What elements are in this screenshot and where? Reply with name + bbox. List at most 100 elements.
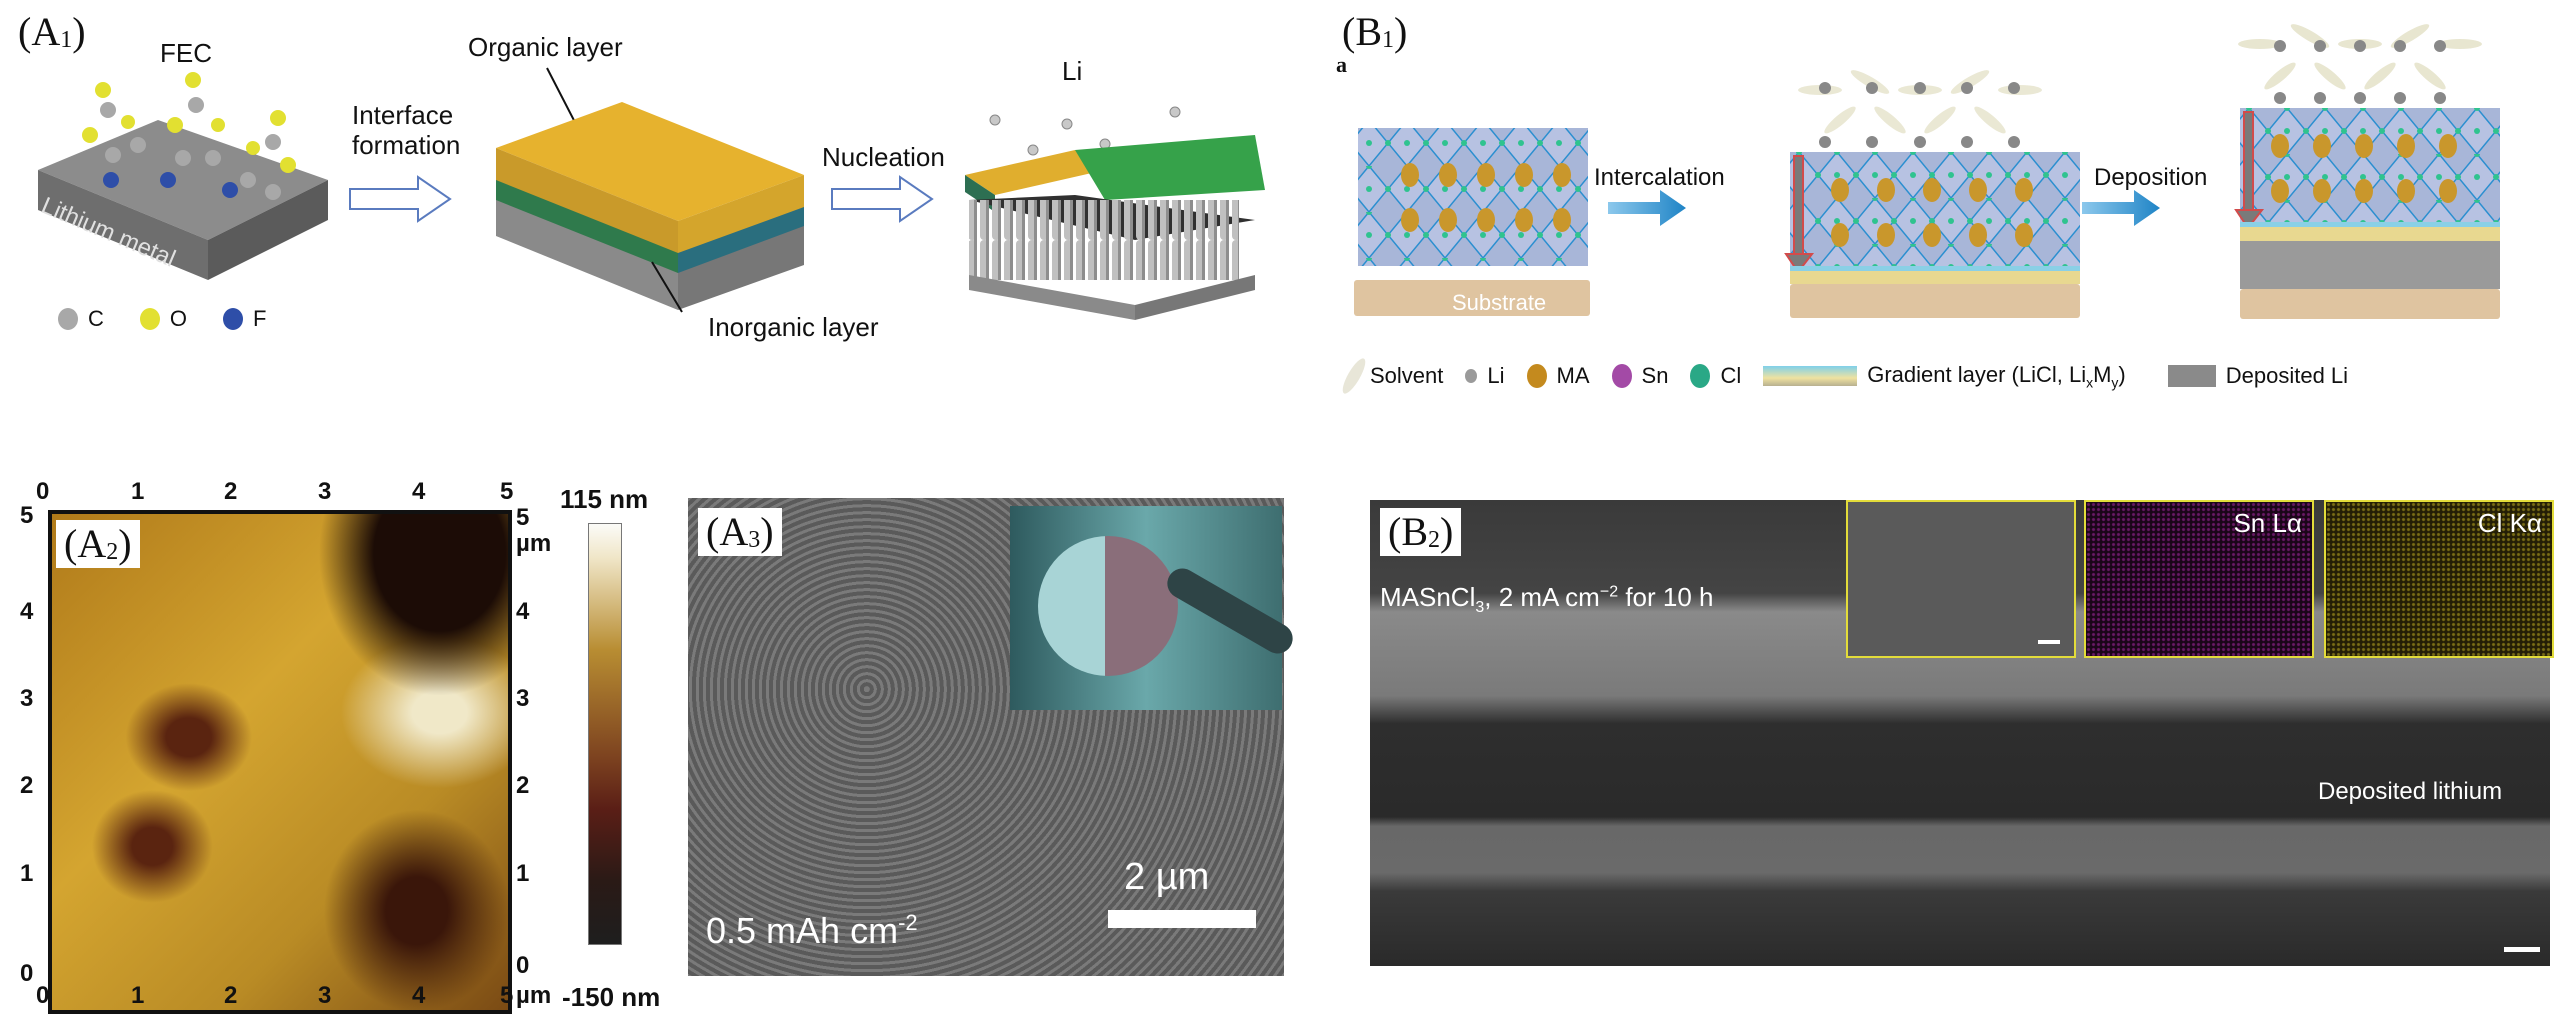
photo-inset	[1010, 506, 1299, 710]
interface-formation-line2: formation	[352, 130, 461, 160]
slab-side	[208, 180, 328, 280]
gradient-label-sub-x: x	[2086, 374, 2094, 391]
panel-label-sub: 2	[1428, 527, 1440, 553]
y-tick-left: 4	[20, 598, 34, 625]
deposited-li-perovskite-diagram	[2234, 24, 2500, 319]
fec-on-lithium-diagram	[38, 72, 328, 280]
ma-cations	[1401, 163, 1571, 232]
condition-post: for 10 h	[1618, 582, 1714, 612]
deposition-label: Deposition	[2094, 164, 2208, 191]
intercalated-perovskite-diagram	[1784, 70, 2080, 318]
blue-right-arrow-icon	[1608, 190, 1686, 226]
panel-label-b2: (B2)	[1380, 508, 1462, 556]
afm-plot: (A2) 0 1 2 3 4 5 0 1 2 3 4 5 µm 5 4 3 2 …	[0, 470, 700, 1024]
x-tick-bottom: 0	[36, 982, 50, 1009]
legend-label: F	[253, 306, 267, 331]
deposited-li-icon	[2167, 365, 2216, 387]
slab-front	[38, 170, 208, 280]
legend-label: MA	[1556, 363, 1590, 388]
li-ball-icon	[1465, 369, 1478, 383]
scale-bar	[2504, 947, 2540, 952]
blue-right-arrow-icon	[2082, 190, 2160, 226]
inorganic-pointer-line	[651, 261, 683, 313]
panel-label-sub: 3	[748, 527, 761, 553]
nucleation-label: Nucleation	[822, 142, 945, 172]
oxygen-ball-icon	[139, 308, 160, 330]
afm-image	[48, 510, 512, 1014]
substrate-label: Substrate	[1452, 290, 1547, 315]
sn-ball-icon	[1611, 364, 1632, 388]
gradient-label-main: Gradient layer (LiCl, Li	[1867, 361, 2087, 387]
sn-map-label: Sn Lα	[2233, 508, 2302, 538]
li-ions	[1819, 82, 2020, 148]
x-tick-top: 4	[412, 478, 426, 505]
y-tick-right: 1	[516, 860, 530, 887]
hollow-right-arrow-icon	[831, 175, 934, 223]
b1-legend: Solvent Li MA Sn Cl Gradient layer (LiCl…	[1338, 355, 2349, 397]
legend-label: Deposited Li	[2225, 363, 2349, 388]
condition-mid: , 2 mA cm	[1484, 582, 1600, 612]
y-unit-label: µm	[516, 530, 552, 557]
panel-label-close: )	[760, 509, 774, 554]
x-tick-top: 0	[36, 478, 50, 505]
solvent-molecules	[2238, 24, 2482, 90]
deposited-lithium-label: Deposited lithium	[2318, 778, 2503, 805]
cl-map-label: Cl Kα	[2477, 508, 2542, 538]
x-tick-bottom: 1	[131, 982, 145, 1009]
x-tick-top: 2	[224, 478, 238, 505]
panel-label-sub: 2	[106, 539, 119, 565]
condition-sub: 3	[1475, 599, 1485, 617]
x-tick-bottom: 5	[500, 982, 514, 1009]
legend-label: C	[88, 306, 104, 331]
condition-pre: MASnCl	[1380, 582, 1476, 612]
legend-label: Cl	[1720, 363, 1742, 388]
intercalation-label: Intercalation	[1594, 164, 1725, 191]
legend-item-f: F	[223, 306, 266, 332]
y-tick-left: 1	[20, 860, 34, 887]
x-tick-bottom: 2	[224, 982, 238, 1009]
sei-layers-diagram	[496, 67, 804, 313]
condition-exp: −2	[1599, 583, 1619, 601]
ma-ball-icon	[1526, 364, 1547, 388]
base-side	[1135, 275, 1255, 320]
sem-inset	[1846, 500, 2076, 658]
x-tick-top: 5	[500, 478, 514, 505]
inorganic-layer-label: Inorganic layer	[708, 312, 879, 342]
interface-formation-label: Interface formation	[352, 100, 460, 160]
y-tick-right: 0	[516, 952, 530, 979]
panel-label-close: )	[118, 521, 132, 566]
eds-map-sn: Sn Lα	[2084, 500, 2314, 658]
legend-label: Solvent	[1370, 363, 1444, 388]
legend-item-li: Li	[1465, 363, 1505, 389]
ma-cations	[2271, 134, 2457, 203]
solvent-molecules	[1798, 70, 2042, 134]
lithium-front	[496, 200, 678, 310]
x-tick-bottom: 4	[412, 982, 426, 1009]
ma-cations	[1831, 178, 2033, 247]
cl-ball-icon	[1690, 364, 1711, 388]
organic-top	[496, 102, 804, 221]
y-tick-left: 5	[20, 502, 34, 529]
interface-formation-line1: Interface	[352, 100, 454, 130]
capacity-label: 0.5 mAh cm-2	[706, 910, 918, 952]
a1-atom-legend: C O F	[58, 306, 266, 332]
panel-label-a1: (A1)	[18, 9, 86, 54]
colorbar	[588, 523, 622, 945]
organic-layer-label: Organic layer	[468, 32, 623, 62]
sei-peeled-organic	[965, 150, 1105, 195]
y-tick-right: 3	[516, 685, 530, 712]
hollow-right-arrow-icon	[349, 175, 452, 223]
legend-item-o: O	[139, 306, 187, 332]
perovskite-on-substrate-diagram	[1354, 128, 1590, 316]
fec-label: FEC	[160, 38, 212, 68]
legend-item-sn: Sn	[1611, 363, 1668, 389]
fluorine-ball-icon	[223, 308, 244, 330]
panel-label-b1: (B1)	[1342, 12, 1407, 53]
panel-label-text: (A	[18, 9, 61, 54]
inorganic-side	[678, 207, 804, 275]
li-ions	[2274, 40, 2446, 104]
y-tick-right: 2	[516, 772, 530, 799]
eds-map-cl: Cl Kα	[2324, 500, 2554, 658]
legend-item-solvent: Solvent	[1338, 355, 1444, 397]
x-tick-bottom: 3	[318, 982, 332, 1009]
